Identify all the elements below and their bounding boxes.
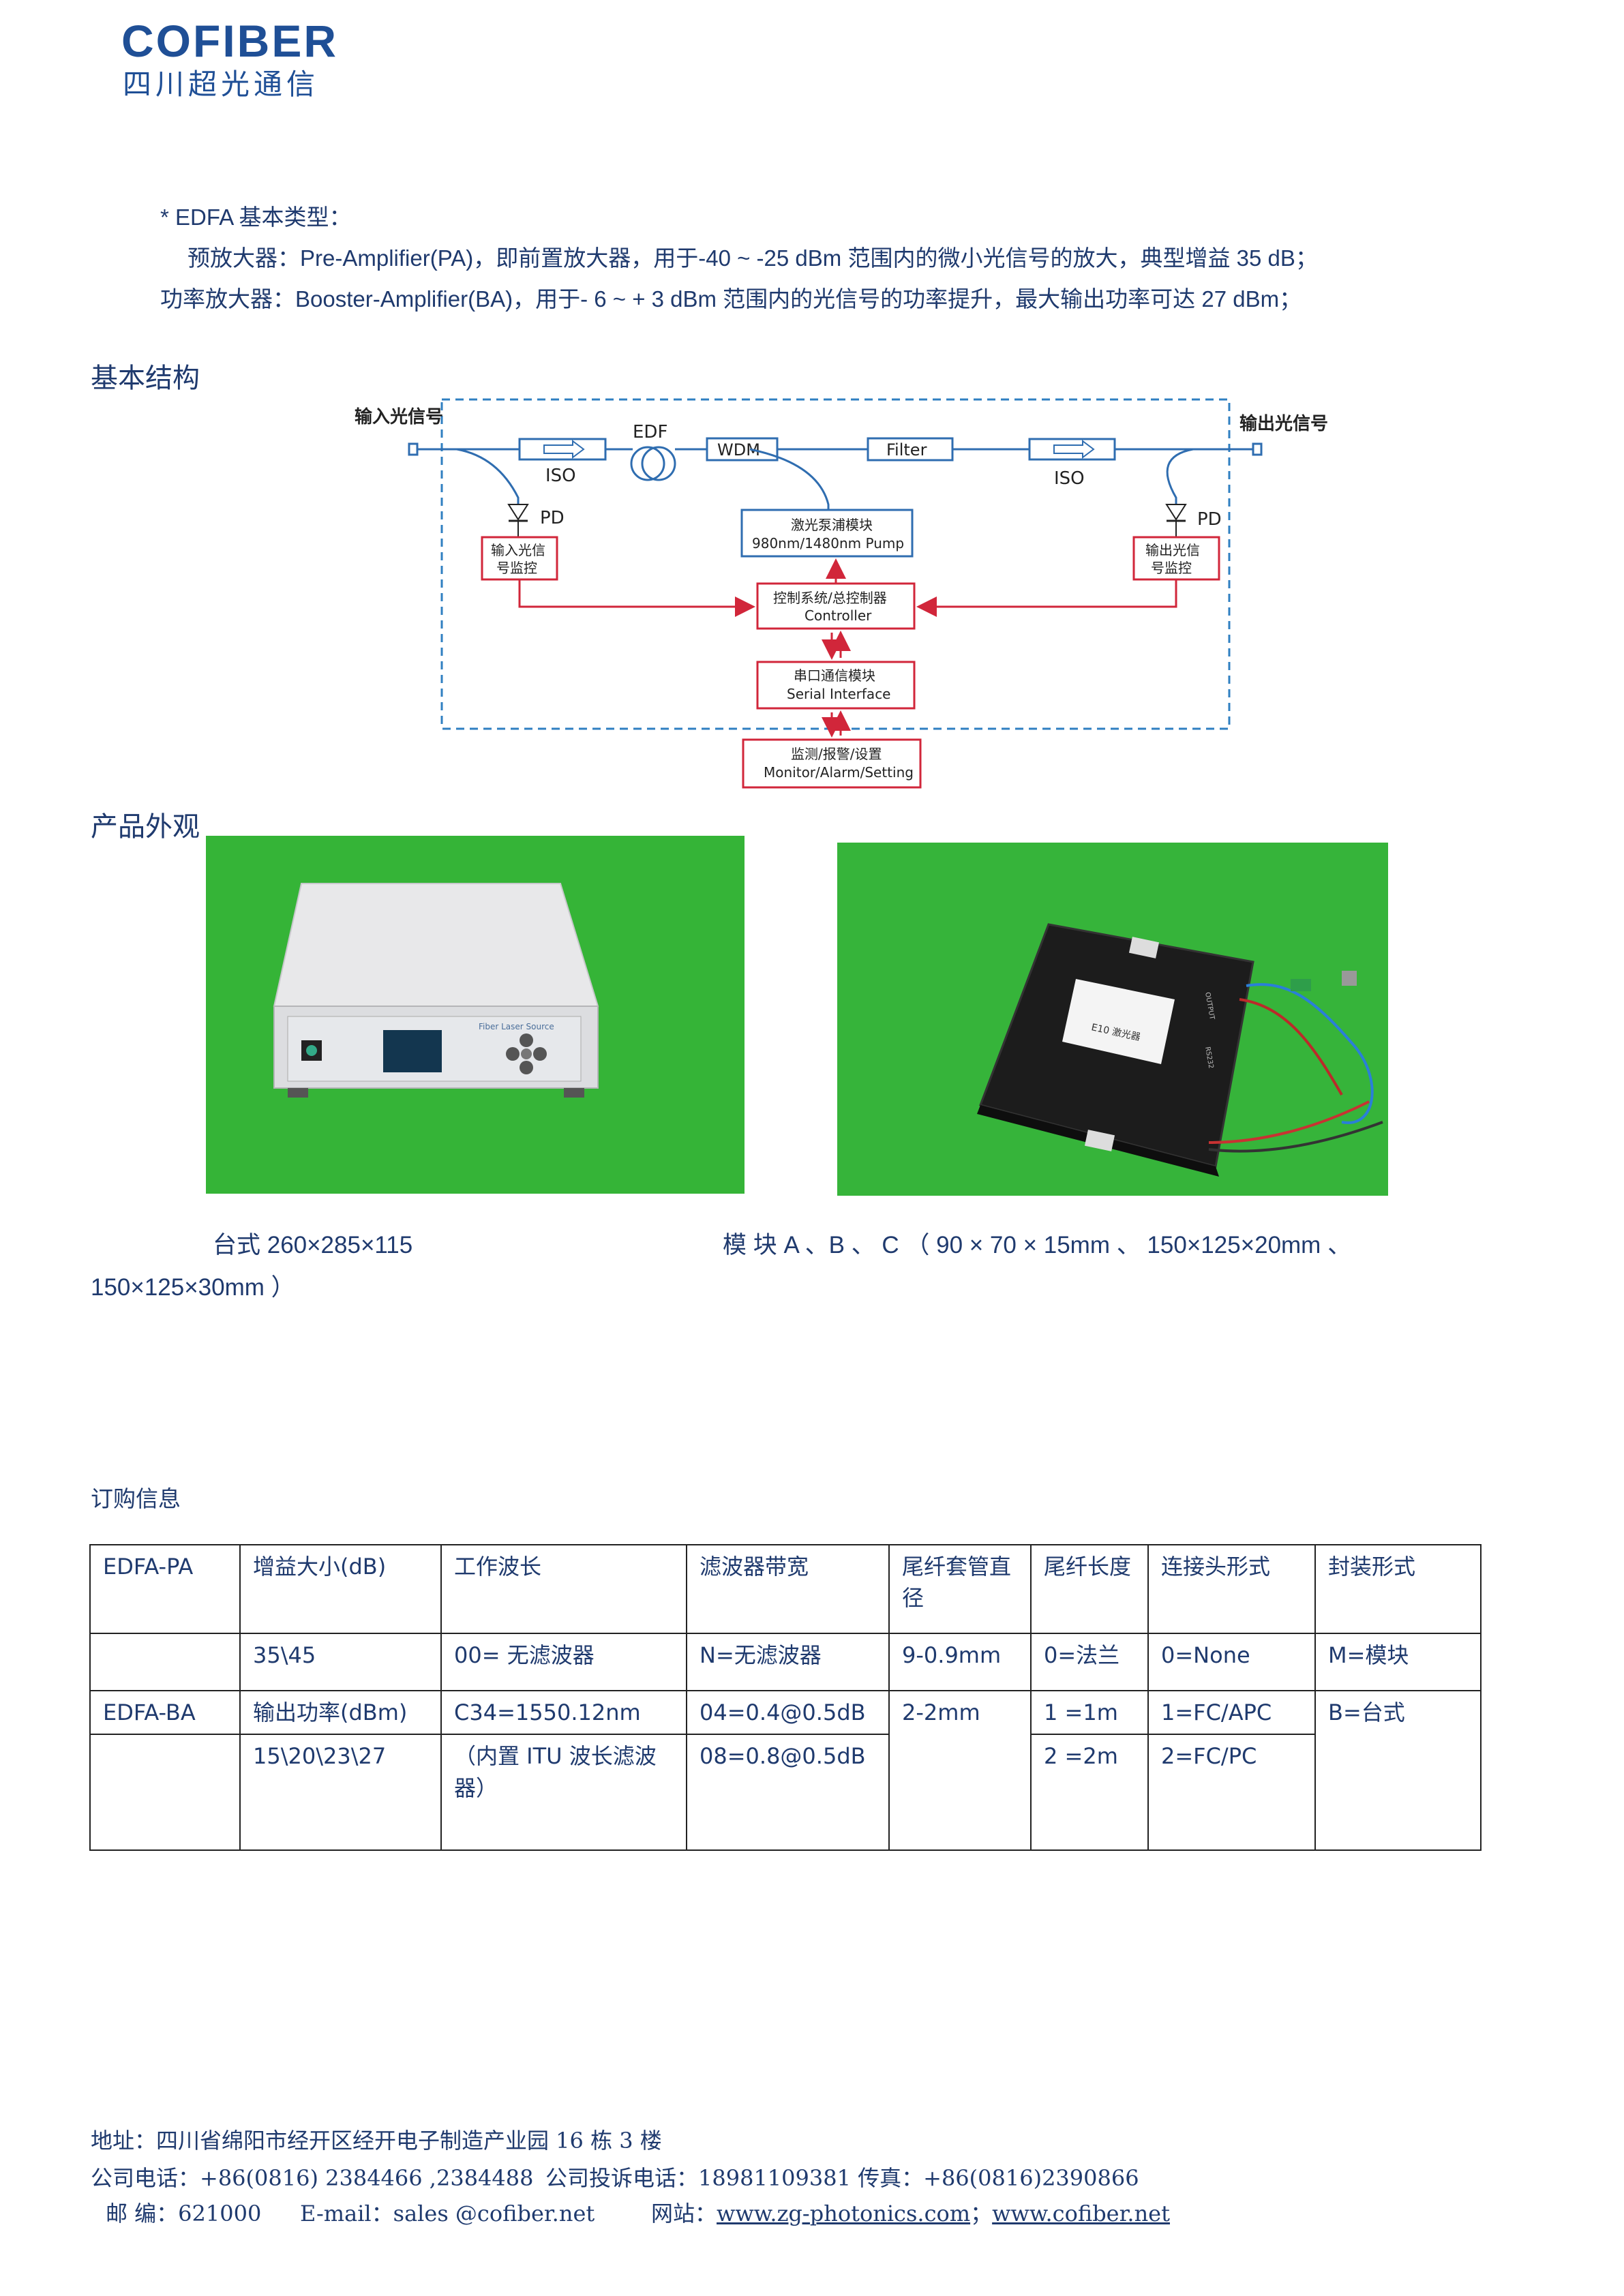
footer-website: 网站：www.zg-photonics.com；www.cofiber.net — [651, 2196, 1170, 2228]
input-monitor-line1: 输入光信 — [491, 542, 545, 558]
table-cell: 15\20\23\27 — [239, 1734, 442, 1852]
caption-module: 模 块 A 、B 、 C （ 90 × 70 × 15mm 、 150×125×… — [723, 1232, 1352, 1258]
intro-ba-line: 功率放大器：Booster-Amplifier(BA)，用于- 6 ~ + 3 … — [160, 286, 1302, 312]
monitor-alarm-box — [742, 738, 922, 789]
serial-interface-box — [756, 661, 916, 710]
desktop-panel-label: Fiber Laser Source — [479, 1022, 554, 1031]
table-cell: 输出功率(dBm) — [239, 1689, 442, 1736]
controller-label-cn: 控制系统/总控制器 — [773, 590, 887, 606]
output-monitor-box — [1132, 536, 1220, 581]
table-cell: 封装形式 — [1314, 1544, 1482, 1634]
table-cell: 增益大小(dB) — [239, 1544, 442, 1634]
structure-diagram: 输入光信号 输出光信号 ISO EDF WDM Filter ISO PD PD… — [355, 398, 1328, 789]
footer-complaint: 公司投诉电话：18981109381 传真：+86(0816)2390866 — [545, 2165, 1139, 2191]
caption-desktop: 台式 260×285×115 — [213, 1232, 413, 1258]
iso-in-box — [518, 438, 607, 461]
table-cell: 2 =2m — [1030, 1734, 1149, 1852]
table-row: EDFA-BA 输出功率(dBm) C34=1550.12nm 04=0.4@0… — [89, 1689, 1482, 1852]
controller-label-en: Controller — [805, 607, 872, 624]
desktop-screen — [383, 1030, 442, 1072]
table-cell: （内置 ITU 波长滤波器） — [440, 1734, 687, 1852]
pd-in-label: PD — [540, 508, 565, 528]
table-cell: 1 =1m — [1030, 1689, 1149, 1736]
appearance-title: 产品外观 — [91, 811, 200, 843]
footer-phone: 公司电话：+86(0816) 2384466 ,2384488 — [91, 2165, 534, 2191]
table-cell: 2-2mm — [888, 1689, 1032, 1852]
table-cell — [89, 1734, 241, 1852]
footer-email: E-mail：sales @cofiber.net — [300, 2201, 595, 2226]
table-cell: M=模块 — [1314, 1633, 1482, 1691]
table-cell: 连接头形式 — [1147, 1544, 1316, 1634]
desktop-unit-photo: Fiber Laser Source — [206, 836, 745, 1194]
company-logo-cn: 四川超光通信 — [123, 67, 320, 101]
pd-out-diode — [1165, 504, 1187, 521]
iso-in-label: ISO — [545, 466, 576, 486]
output-monitor-line1: 输出光信 — [1145, 542, 1200, 558]
structure-title: 基本结构 — [91, 363, 200, 394]
pump-label-en: 980nm/1480nm Pump — [752, 535, 904, 552]
table-cell: EDFA-BA — [89, 1689, 241, 1736]
table-cell: 00= 无滤波器 — [440, 1633, 687, 1691]
footer-web-sep: ； — [970, 2201, 993, 2226]
footer-address: 地址：四川省绵阳市经开区经开电子制造产业园 16 栋 3 楼 — [91, 2128, 662, 2154]
output-monitor-line2: 号监控 — [1151, 560, 1192, 576]
table-cell: 04=0.4@0.5dB — [686, 1689, 890, 1736]
monitor-alarm-label-en: Monitor/Alarm/Setting — [764, 764, 914, 781]
table-row: 15\20\23\27 （内置 ITU 波长滤波器） 08=0.8@0.5dB … — [89, 1734, 1481, 1852]
table-cell: EDFA-PA — [89, 1544, 241, 1634]
table-row: EDFA-PA 增益大小(dB) 工作波长 滤波器带宽 尾纤套管直径 尾纤长度 … — [89, 1544, 1482, 1634]
serial-label-cn: 串口通信模块 — [794, 667, 875, 684]
input-signal-label: 输入光信号 — [355, 406, 443, 427]
filter-box — [867, 437, 954, 462]
output-signal-label: 输出光信号 — [1239, 413, 1328, 434]
edf-coil-outer — [630, 446, 665, 481]
intro-pa-line: 预放大器：Pre-Amplifier(PA)，即前置放大器，用于-40 ~ -2… — [187, 245, 1318, 271]
input-monitor-line2: 号监控 — [496, 560, 537, 576]
table-cell: N=无滤波器 — [686, 1633, 890, 1691]
table-cell: C34=1550.12nm — [440, 1689, 687, 1736]
table-cell: 尾纤长度 — [1030, 1544, 1149, 1634]
table-cell: 9-0.9mm — [888, 1633, 1032, 1691]
pump-module-box — [740, 509, 914, 558]
table-cell: 1=FC/APC — [1147, 1689, 1316, 1736]
filter-label: Filter — [886, 440, 927, 459]
footer-postcode: 邮 编：621000 — [106, 2201, 262, 2226]
website-link-zg[interactable]: www.zg-photonics.com — [717, 2201, 971, 2226]
website-link-cofiber[interactable]: www.cofiber.net — [992, 2201, 1170, 2226]
table-cell: 滤波器带宽 — [686, 1544, 890, 1634]
input-port — [408, 442, 419, 456]
table-cell: 尾纤套管直径 — [888, 1544, 1032, 1634]
output-port — [1252, 442, 1263, 456]
pd-out-label: PD — [1197, 509, 1222, 530]
controller-box — [756, 582, 916, 630]
edf-label: EDF — [633, 422, 667, 442]
order-title: 订购信息 — [91, 1485, 181, 1512]
table-cell — [89, 1633, 241, 1691]
iso-out-box — [1028, 438, 1116, 461]
table-row: 35\45 00= 无滤波器 N=无滤波器 9-0.9mm 0=法兰 0=Non… — [89, 1633, 1482, 1691]
iso-out-label: ISO — [1054, 468, 1085, 489]
edf-coil-inner — [641, 446, 676, 481]
module-photo: E10 激光器 OUTPUT RS232 — [837, 843, 1388, 1196]
footer-web-label: 网站： — [651, 2201, 717, 2226]
table-cell: 08=0.8@0.5dB — [686, 1734, 890, 1852]
order-table: EDFA-PA 增益大小(dB) 工作波长 滤波器带宽 尾纤套管直径 尾纤长度 … — [89, 1544, 1482, 1852]
wdm-box — [706, 437, 779, 462]
caption-module-cont: 150×125×30mm ） — [91, 1274, 295, 1301]
serial-label-en: Serial Interface — [787, 686, 891, 702]
pd-in-diode — [507, 504, 529, 521]
input-monitor-box — [481, 536, 558, 581]
company-logo-en: COFIBER — [121, 16, 338, 66]
table-cell: 35\45 — [239, 1633, 442, 1691]
table-cell: 2=FC/PC — [1147, 1734, 1316, 1852]
table-cell: 0=None — [1147, 1633, 1316, 1691]
monitor-alarm-label-cn: 监测/报警/设置 — [791, 746, 882, 762]
pump-label-cn: 激光泵浦模块 — [791, 517, 873, 533]
table-cell: 工作波长 — [440, 1544, 687, 1634]
intro-heading: * EDFA 基本类型： — [160, 205, 352, 230]
table-cell: 0=法兰 — [1030, 1633, 1149, 1691]
module-sticker — [1062, 979, 1175, 1064]
table-cell: B=台式 — [1314, 1689, 1482, 1852]
